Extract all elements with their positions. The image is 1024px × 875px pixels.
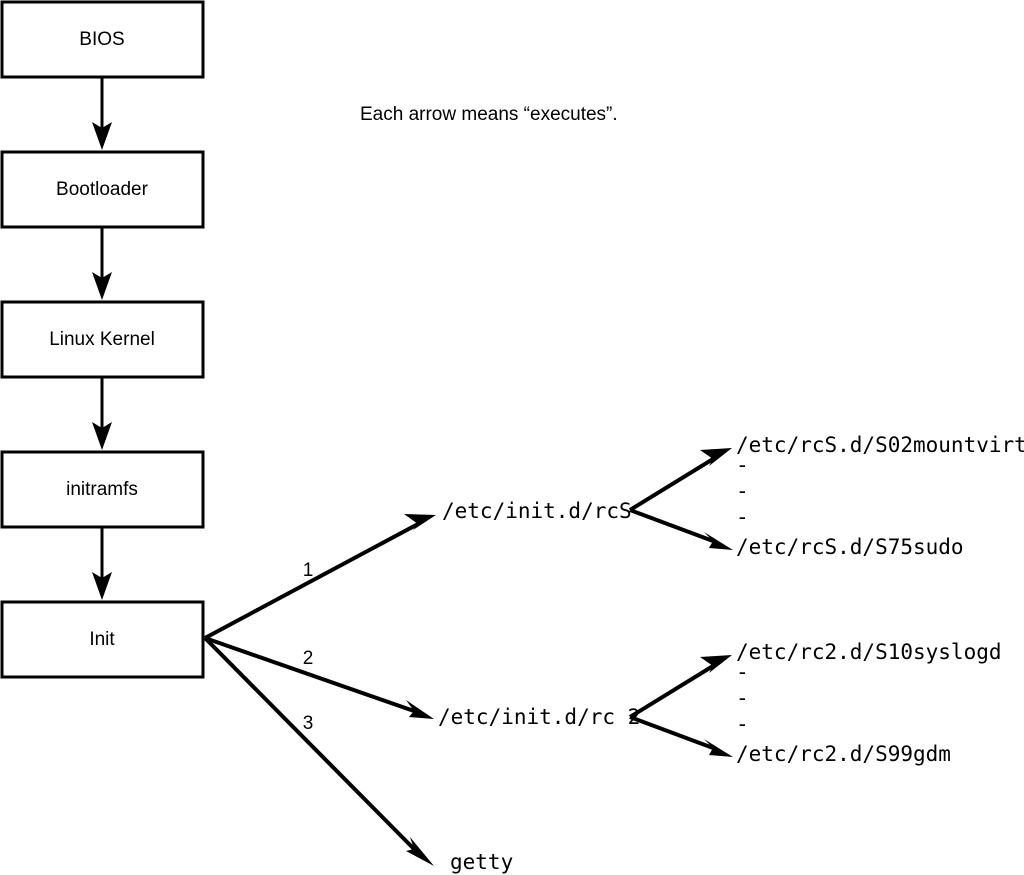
label-rc2-first-script: /etc/rc2.d/S10syslogd	[736, 640, 1002, 664]
node-bios-label: BIOS	[79, 29, 124, 50]
node-bootloader[interactable]: Bootloader	[0, 150, 205, 229]
node-initramfs[interactable]: initramfs	[0, 450, 205, 529]
arrowhead-init-to-rcs	[404, 514, 436, 530]
arrowhead-rc2-to-last-script	[704, 739, 733, 757]
edge-rc2-to-first-script	[628, 664, 715, 719]
label-rc2-ellipsis-1: -	[736, 660, 749, 684]
arrowhead-bios-to-bootloader	[92, 122, 112, 150]
arrowhead-rcs-to-first-script	[700, 448, 732, 466]
edge-rcs-to-last-script	[629, 508, 714, 543]
node-init-box	[0, 600, 205, 679]
edge-number-2: 2	[303, 648, 314, 669]
rcs-subbranch-edges	[628, 448, 733, 550]
label-rcs-ellipsis-1: -	[736, 453, 749, 477]
label-rcs-first-script: /etc/rcS.d/S02mountvirtfs	[736, 433, 1024, 457]
node-initramfs-box	[0, 450, 205, 529]
label-rc2-last-script: /etc/rc2.d/S99gdm	[736, 742, 951, 766]
label-rcs-ellipsis-2: -	[736, 479, 749, 503]
diagram-caption: Each arrow means “executes”.	[360, 104, 618, 125]
edge-init-to-rc2	[204, 636, 415, 713]
label-rcs-script: /etc/init.d/rcS	[442, 499, 632, 523]
node-bootloader-label: Bootloader	[56, 179, 149, 200]
label-rc2-ellipsis-2: -	[736, 686, 749, 710]
edge-rc2-to-last-script	[629, 715, 714, 750]
label-rc2-ellipsis-3: -	[736, 712, 749, 736]
edge-init-to-getty	[203, 636, 416, 851]
edge-rcs-to-first-script	[628, 457, 715, 512]
chain-connectors	[92, 77, 112, 600]
label-getty: getty	[450, 850, 513, 874]
label-rc2-script: /etc/init.d/rc 2	[438, 705, 640, 729]
node-initramfs-label: initramfs	[66, 479, 138, 500]
edge-number-3: 3	[303, 713, 314, 734]
edge-number-1: 1	[303, 560, 314, 581]
node-init[interactable]: Init	[0, 600, 205, 679]
node-linux-kernel-label: Linux Kernel	[49, 329, 155, 350]
node-linux-kernel[interactable]: Linux Kernel	[0, 300, 205, 379]
label-rcs-last-script: /etc/rcS.d/S75sudo	[736, 535, 964, 559]
arrowhead-init-to-rc2	[406, 700, 434, 719]
node-bootloader-box	[0, 150, 205, 229]
label-rcs-ellipsis-3: -	[736, 505, 749, 529]
node-bios-box	[0, 0, 205, 79]
arrowhead-rcs-to-last-script	[704, 532, 733, 550]
arrowhead-rc2-to-first-script	[700, 655, 732, 673]
rc2-subbranch-edges	[628, 655, 733, 757]
edge-init-to-rcs	[204, 522, 419, 640]
arrowhead-init-to-getty	[406, 837, 434, 866]
node-bios[interactable]: BIOS	[0, 0, 205, 79]
arrowhead-initramfs-to-init	[92, 572, 112, 600]
node-linux-kernel-box	[0, 300, 205, 379]
arrowhead-bootloader-to-kernel	[92, 272, 112, 300]
node-init-label: Init	[89, 629, 115, 650]
arrowhead-kernel-to-initramfs	[92, 422, 112, 450]
init-fanout-edges: 1 2 3	[203, 514, 436, 866]
